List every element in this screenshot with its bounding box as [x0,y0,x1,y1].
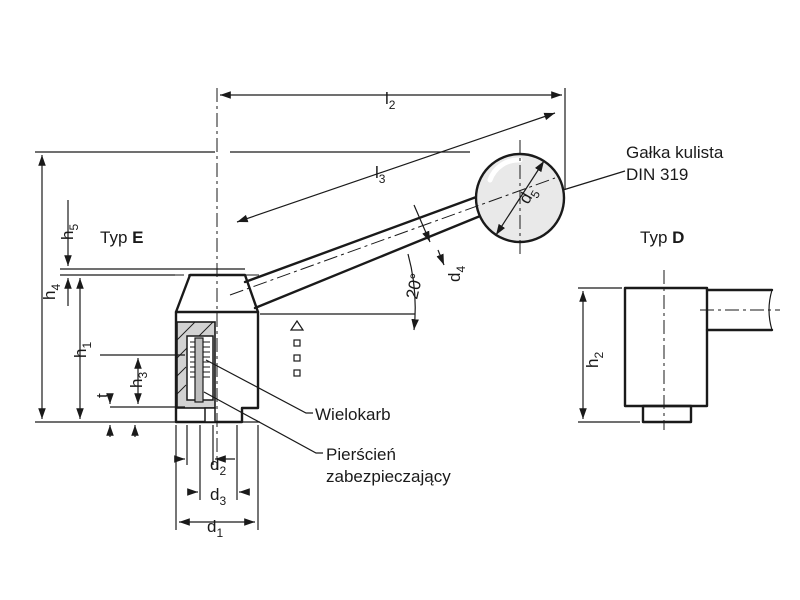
text-labels: Typ E Typ D Gałka kulista DIN 319 Wielok… [40,89,724,540]
dim-d3: d3 [210,485,226,508]
dim-d2: d2 [210,455,226,478]
dim-l3: l3 [375,163,386,186]
dim-h2: h2 [583,352,606,368]
dimensions [35,88,626,530]
galka-label-1: Gałka kulista [626,143,724,162]
dim-h4: h4 [40,284,63,300]
pierscien-label-2: zabezpieczający [326,467,451,486]
dim-h5: h5 [58,224,81,240]
wielokarb-label: Wielokarb [315,405,391,424]
angle-label: 20° [402,272,426,301]
galka-label-2: DIN 319 [626,165,688,184]
dim-d1: d1 [207,517,223,540]
typ-d-view [578,270,780,430]
typ-e-label: Typ E [100,228,143,247]
view-marks [289,319,305,377]
dim-l2: l2 [385,89,396,112]
dim-d4: d4 [445,266,468,282]
dim-h3: h3 [127,372,150,388]
typ-d-label: Typ D [640,228,684,247]
dim-h1: h1 [71,342,94,358]
pierscien-label-1: Pierścień [326,445,396,464]
dim-t: t [93,393,112,398]
